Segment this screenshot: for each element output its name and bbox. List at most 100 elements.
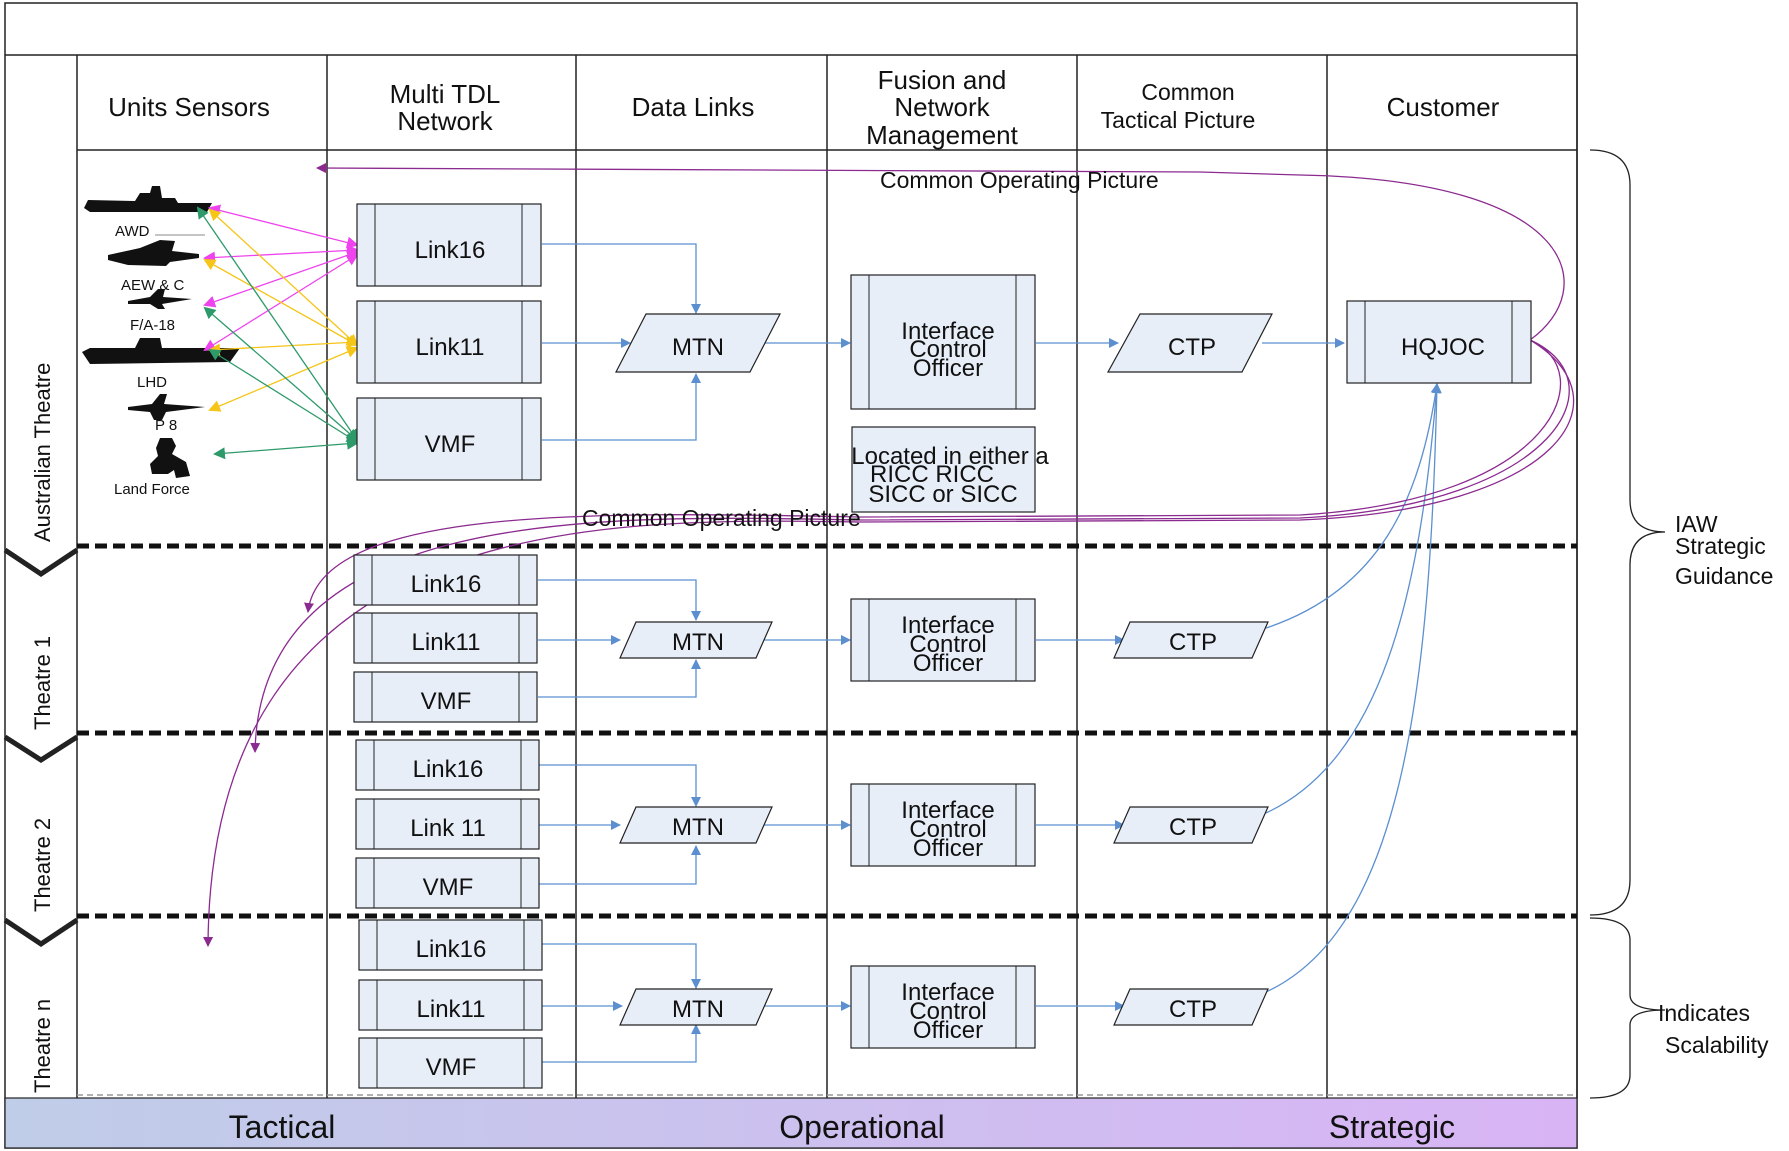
svg-text:VMF: VMF bbox=[423, 874, 474, 901]
guidance-bracket bbox=[1589, 149, 1666, 916]
soldier-icon bbox=[150, 438, 190, 478]
link-boxes-australian: Link16 Link11 VMF bbox=[356, 203, 542, 481]
svg-text:Located in either a: Located in either a bbox=[851, 443, 1049, 470]
mtn-node-theatre1: MTN bbox=[619, 621, 773, 659]
link-box-link16: Link16 bbox=[355, 739, 540, 791]
svg-text:Link11: Link11 bbox=[416, 334, 485, 361]
unit-label-lhd: LHD bbox=[137, 374, 167, 391]
flow-arrows bbox=[538, 243, 1442, 1063]
ctp-node-theatre2: CTP bbox=[1113, 806, 1269, 844]
svg-text:Interface: Interface bbox=[901, 797, 994, 824]
unit-link-connections bbox=[196, 204, 359, 460]
link-boxes-theatre1: Link16 Link11 VMF bbox=[353, 554, 538, 723]
bottom-band bbox=[4, 1097, 1578, 1149]
unit-label-aewc: AEW & C bbox=[121, 277, 185, 294]
theatre-label-1: Theatre 1 bbox=[30, 636, 55, 730]
theatre-chevrons bbox=[3, 547, 79, 948]
link-box-vmf: VMF bbox=[358, 1037, 543, 1089]
svg-text:VMF: VMF bbox=[426, 1054, 477, 1081]
svg-text:MTN: MTN bbox=[672, 996, 724, 1023]
svg-text:Link11: Link11 bbox=[412, 629, 481, 656]
ico-box-theatre2: Interface Control Officer bbox=[850, 783, 1036, 867]
svg-text:Link 11: Link 11 bbox=[410, 815, 486, 842]
theatre-label-2: Theatre 2 bbox=[30, 818, 55, 912]
svg-text:Interface: Interface bbox=[901, 318, 994, 345]
link-box-link11: Link11 bbox=[356, 300, 542, 384]
ctp-node-theatren: CTP bbox=[1113, 988, 1269, 1026]
ico-box-australian: Interface Control Officer bbox=[850, 274, 1036, 410]
unit-label-land-force: Land Force bbox=[114, 481, 190, 498]
band-label-operational: Operational bbox=[779, 1109, 944, 1145]
fighter-jet-icon bbox=[128, 289, 192, 309]
link-box-link11: Link 11 bbox=[355, 798, 540, 850]
band-label-strategic: Strategic bbox=[1329, 1109, 1455, 1145]
svg-text:Control: Control bbox=[909, 631, 986, 658]
band-label-tactical: Tactical bbox=[229, 1109, 336, 1145]
ctp-node-theatre1: CTP bbox=[1113, 621, 1269, 659]
column-header-units-sensors: Units Sensors bbox=[108, 92, 270, 122]
theatre-dividers bbox=[77, 543, 1577, 919]
svg-text:Officer: Officer bbox=[913, 650, 983, 677]
svg-text:Link11: Link11 bbox=[417, 996, 486, 1023]
svg-text:Officer: Officer bbox=[913, 835, 983, 862]
column-grid bbox=[76, 55, 1578, 1098]
svg-text:RICC RICC: RICC RICC bbox=[870, 461, 994, 488]
theatre-label-n: Theatre n bbox=[30, 999, 55, 1093]
svg-text:CTP: CTP bbox=[1169, 996, 1217, 1023]
mtn-node-australian: MTN bbox=[615, 313, 781, 373]
svg-text:Officer: Officer bbox=[913, 1017, 983, 1044]
svg-text:MTN: MTN bbox=[672, 629, 724, 656]
cop-arrows bbox=[203, 163, 1575, 947]
link-box-vmf: VMF bbox=[355, 857, 540, 909]
link-box-link16: Link16 bbox=[353, 554, 538, 606]
link-box-vmf: VMF bbox=[356, 397, 542, 481]
svg-text:Link16: Link16 bbox=[416, 936, 487, 963]
p8-aircraft-icon bbox=[128, 394, 205, 420]
unit-label-awd: AWD bbox=[115, 223, 150, 240]
link-box-link16: Link16 bbox=[358, 919, 543, 971]
ship-icon bbox=[84, 186, 212, 212]
hqjoc-box: HQJOC bbox=[1346, 300, 1532, 384]
guidance-label: IAW Strategic Guidance bbox=[1675, 511, 1773, 589]
svg-text:SICC or SICC: SICC or SICC bbox=[868, 481, 1017, 508]
link-boxes-theatre2: Link16 Link 11 VMF bbox=[355, 739, 540, 909]
svg-text:Control: Control bbox=[909, 816, 986, 843]
svg-text:HQJOC: HQJOC bbox=[1401, 334, 1485, 361]
link-box-link11: Link11 bbox=[353, 612, 538, 664]
ico-box-theatre1: Interface Control Officer bbox=[850, 598, 1036, 682]
scalability-label: Indicates Scalability bbox=[1658, 1000, 1769, 1058]
svg-text:Control: Control bbox=[909, 336, 986, 363]
diagram-frame bbox=[4, 2, 1578, 1149]
scalability-bracket bbox=[1589, 917, 1666, 1099]
link-boxes-theatren: Link16 Link11 VMF bbox=[358, 919, 543, 1089]
svg-text:Interface: Interface bbox=[901, 612, 994, 639]
svg-text:CTP: CTP bbox=[1169, 814, 1217, 841]
ctp-node-australian: CTP bbox=[1106, 313, 1273, 373]
mtn-node-theatre2: MTN bbox=[619, 806, 773, 844]
theatre-label-australian: Australian Theatre bbox=[30, 363, 55, 542]
svg-text:CTP: CTP bbox=[1168, 334, 1216, 361]
svg-text:MTN: MTN bbox=[672, 814, 724, 841]
mtn-node-theatren: MTN bbox=[619, 988, 773, 1026]
svg-text:CTP: CTP bbox=[1169, 629, 1217, 656]
location-note: Located in either a RICC RICC SICC or SI… bbox=[851, 426, 1049, 513]
aew-aircraft-icon bbox=[108, 240, 199, 266]
units-sensors: AWD AEW & C F/A-18 LHD P 8 Land Force bbox=[82, 186, 240, 498]
svg-text:Link16: Link16 bbox=[411, 571, 482, 598]
svg-text:VMF: VMF bbox=[421, 688, 472, 715]
link-box-link11: Link11 bbox=[358, 979, 543, 1031]
svg-text:Link16: Link16 bbox=[415, 237, 486, 264]
svg-text:Control: Control bbox=[909, 998, 986, 1025]
cop-label-middle: Common Operating Picture bbox=[582, 505, 861, 531]
svg-text:MTN: MTN bbox=[672, 334, 724, 361]
svg-text:Officer: Officer bbox=[913, 355, 983, 382]
svg-text:Link16: Link16 bbox=[413, 756, 484, 783]
column-header-data-links: Data Links bbox=[632, 92, 755, 122]
lhd-ship-icon bbox=[82, 338, 240, 364]
svg-text:VMF: VMF bbox=[425, 431, 476, 458]
unit-label-fa18: F/A-18 bbox=[130, 317, 175, 334]
